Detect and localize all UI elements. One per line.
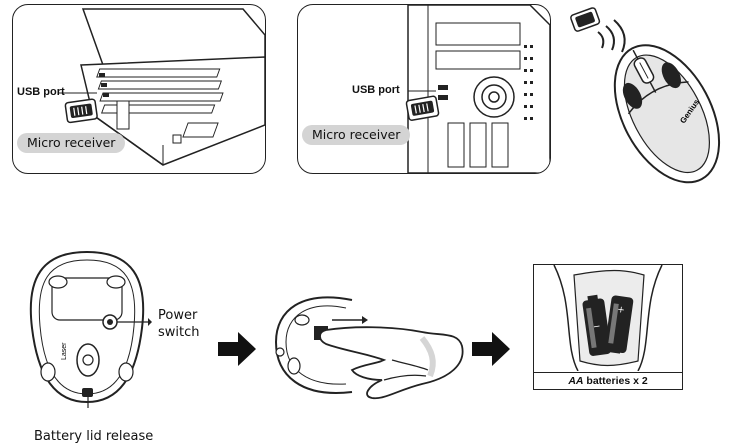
svg-text:−: − [592,322,601,333]
power-switch-label-line2: switch [158,325,200,340]
power-switch-label: Power switch [158,307,200,341]
power-switch-label-line1: Power [158,308,197,323]
finger-push-illustration [272,280,472,410]
battery-compartment-box: − + AA batteries x 2 [533,264,683,390]
battery-compartment-illustration: − + [534,265,682,371]
laptop-panel: USB port Micro receiver [12,4,266,174]
wireless-mouse-illustration: Genius [566,2,736,192]
battery-lid-release-label: Battery lid release [34,428,153,445]
right-arrow-icon [218,332,256,366]
svg-text:+: + [617,305,626,316]
mouse-underside-illustration: Laser [22,248,152,408]
desktop-micro-receiver-label: Micro receiver [302,125,410,145]
laptop-usb-port-label: USB port [17,87,65,98]
battery-caption-aa: AA [568,375,583,387]
desktop-panel: USB port Micro receiver [297,4,551,174]
right-arrow-icon [472,332,510,366]
battery-caption-rest: batteries x 2 [583,375,647,387]
desktop-illustration [298,5,550,173]
laser-text: Laser [61,342,68,360]
battery-caption: AA batteries x 2 [534,372,682,389]
desktop-usb-port-label: USB port [352,85,400,96]
laptop-micro-receiver-label: Micro receiver [17,133,125,153]
